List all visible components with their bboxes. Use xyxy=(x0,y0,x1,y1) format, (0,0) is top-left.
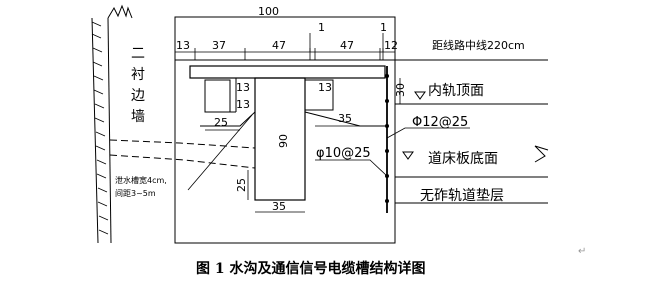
break-mark xyxy=(534,145,549,163)
return-mark: ↵ xyxy=(578,246,586,257)
drain-note-2: 间距3~5m xyxy=(115,189,156,198)
dim-13-slab-a: 13 xyxy=(236,81,250,94)
dim-1-a: 1 xyxy=(318,21,325,34)
rebar12-leader xyxy=(386,127,470,139)
dim-25-vertical: 25 xyxy=(235,178,248,192)
dim-90: 90 xyxy=(277,134,290,148)
dim-13-left: 13 xyxy=(176,39,190,52)
dim-1-b: 1 xyxy=(380,21,387,34)
lining-wall-char-1: 二 xyxy=(131,46,145,62)
level-markers xyxy=(402,91,426,160)
cover-slab xyxy=(189,65,386,79)
dim-12: 12 xyxy=(384,39,398,52)
dim-47-b: 47 xyxy=(340,39,354,52)
rebar-12-label: Φ12@25 xyxy=(412,115,468,130)
ballastless-label: 无砟轨道垫层 xyxy=(420,188,504,204)
track-center-label: 距线路中线220cm xyxy=(432,38,525,52)
trough-outline xyxy=(174,16,548,244)
dim-25-left: 25 xyxy=(214,116,228,129)
dim-35-bottom: 35 xyxy=(272,200,286,213)
drain-dashed-lines xyxy=(109,139,256,169)
lining-wall xyxy=(91,4,133,244)
bed-bottom-label: 道床板底面 xyxy=(428,151,498,167)
rail-top-label: 内轨顶面 xyxy=(428,83,484,99)
rebar-10-label: φ10@25 xyxy=(316,146,371,161)
drain-leader xyxy=(187,114,253,191)
figure-caption: 图 1 水沟及通信信号电缆槽结构详图 xyxy=(196,260,426,277)
lining-wall-char-3: 边 xyxy=(131,88,145,104)
drain-note-1: 泄水槽宽4cm, xyxy=(115,175,167,185)
dim-30: 30 xyxy=(394,83,407,97)
lining-wall-char-2: 衬 xyxy=(131,67,145,83)
dim-47-a: 47 xyxy=(272,39,286,52)
dim-13-slab-c: 13 xyxy=(318,81,332,94)
lining-wall-char-4: 墙 xyxy=(131,109,145,125)
rebar10-leader xyxy=(315,159,388,177)
dim-100: 100 xyxy=(258,5,279,18)
cable-compartments xyxy=(204,78,334,113)
dim-13-slab-b: 13 xyxy=(236,98,250,111)
dim-37: 37 xyxy=(212,39,226,52)
dim-35-right: 35 xyxy=(338,112,352,125)
top-dimension-lines xyxy=(174,33,396,60)
